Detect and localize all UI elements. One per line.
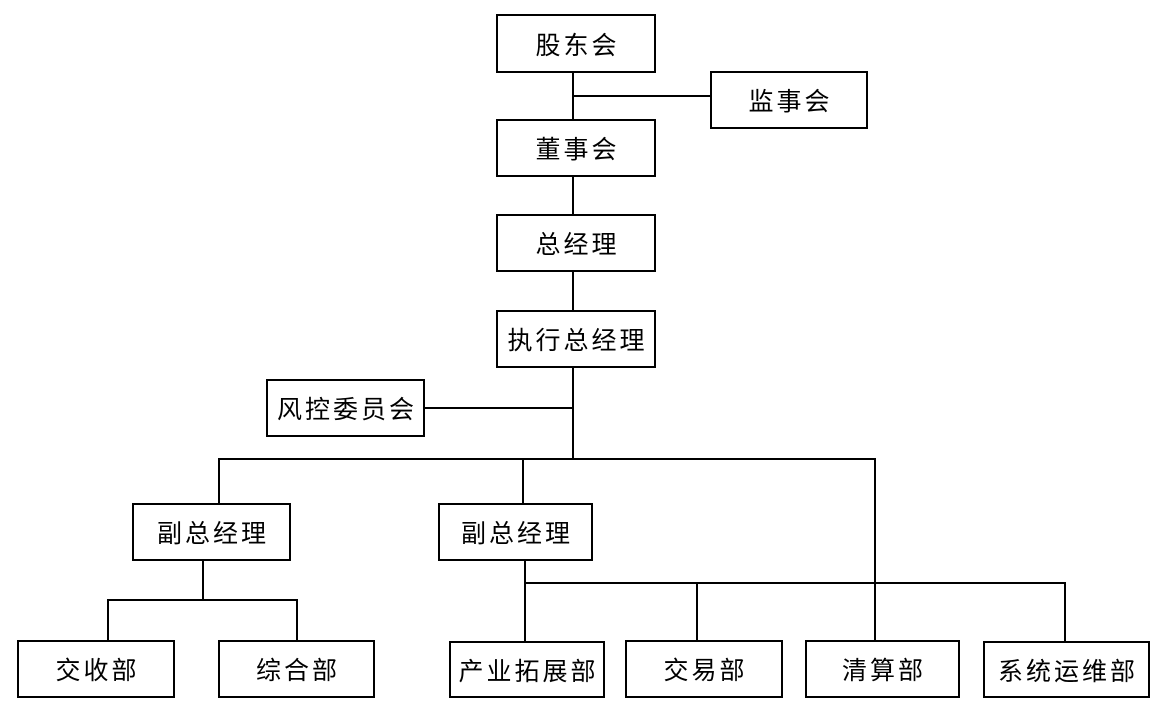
org-node-settlement-delivery-dept: 交收部 — [17, 640, 175, 698]
connector-egm-trunk — [572, 368, 574, 460]
branch-line-left-group — [107, 599, 298, 601]
org-node-trading-dept: 交易部 — [625, 640, 783, 698]
branch-line-right-group — [524, 582, 1066, 584]
org-node-system-operations-dept: 系统运维部 — [983, 641, 1150, 698]
org-node-risk-control-committee: 风控委员会 — [266, 379, 425, 437]
drop-clearing-dept — [874, 458, 876, 641]
drop-deputy-gm-right — [522, 458, 524, 504]
drop-trading-dept — [696, 582, 698, 641]
org-node-deputy-general-manager-right: 副总经理 — [438, 503, 593, 561]
org-node-executive-general-manager: 执行总经理 — [496, 310, 656, 368]
org-node-general-affairs-dept: 综合部 — [218, 640, 375, 698]
org-node-industry-expansion-dept: 产业拓展部 — [449, 641, 605, 698]
drop-settlement-delivery-dept — [107, 599, 109, 641]
org-node-deputy-general-manager-left: 副总经理 — [132, 503, 291, 561]
connector-supervisory-board — [572, 95, 710, 97]
drop-deputy-gm-left — [218, 458, 220, 504]
drop-general-affairs-dept — [296, 599, 298, 641]
connector-risk-committee — [425, 407, 574, 409]
branch-line-level5 — [218, 458, 876, 460]
connector-board-gm — [572, 177, 574, 215]
drop-system-operations-dept — [1064, 582, 1066, 642]
org-node-general-manager: 总经理 — [496, 214, 656, 272]
org-node-board-of-directors: 董事会 — [496, 119, 656, 177]
org-node-shareholders: 股东会 — [496, 14, 656, 73]
org-node-supervisory-board: 监事会 — [710, 71, 868, 129]
org-node-clearing-dept: 清算部 — [805, 640, 960, 698]
drop-industry-expansion-dept — [524, 561, 526, 642]
connector-gm-egm — [572, 272, 574, 311]
drop-deputy-left-down — [202, 561, 204, 601]
